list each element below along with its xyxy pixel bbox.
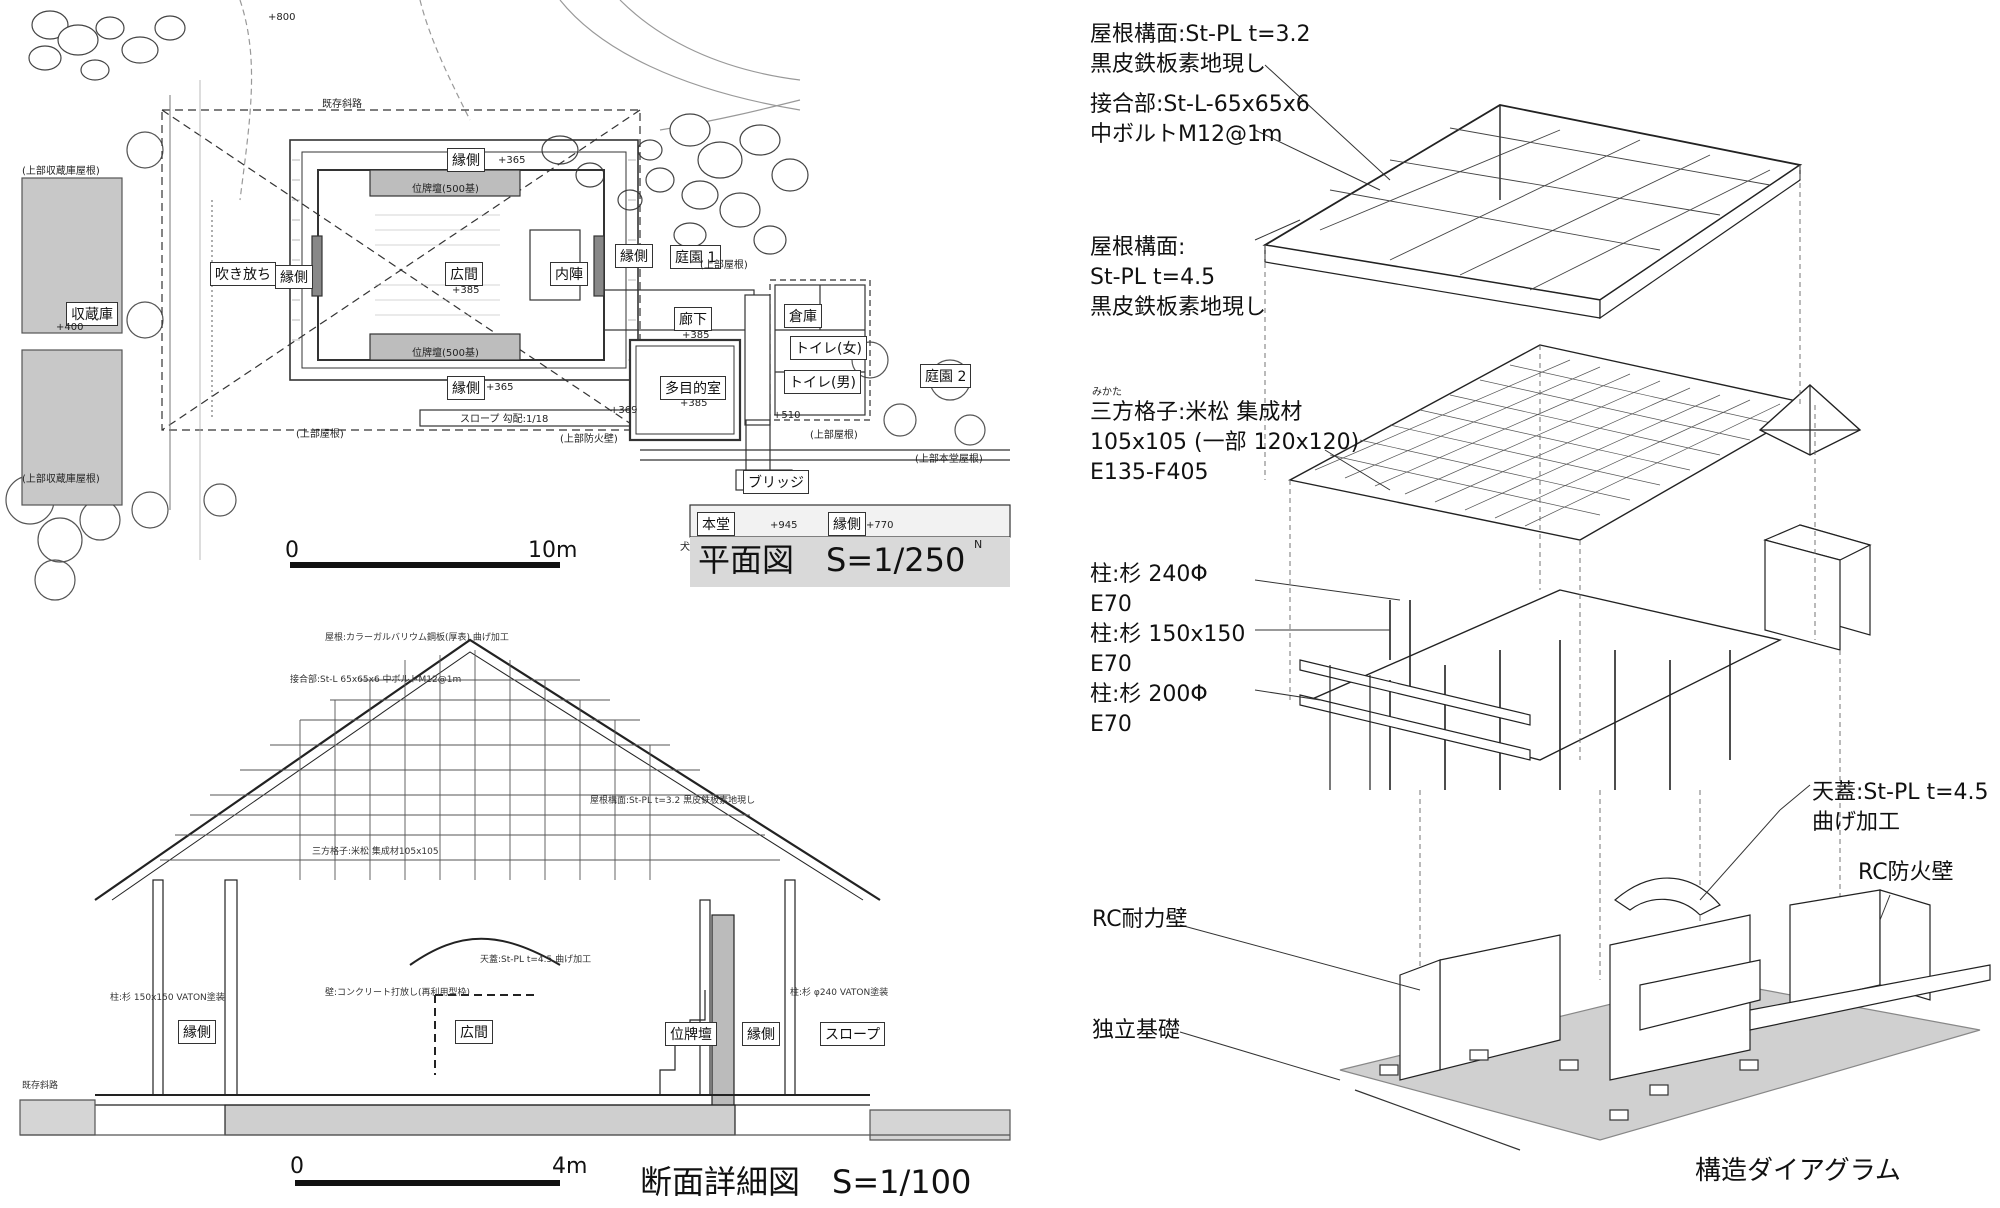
label-roof2-2: St-PL t=4.5: [1090, 265, 1216, 290]
section-note-5: 柱:杉 150x150 VATON塗装: [110, 993, 225, 1003]
section-note-8: 壁:コンクリート打放し(再利用型枠): [325, 988, 471, 998]
plan-room-engawa-left: 縁側: [275, 265, 313, 289]
plan-note-jobu-bouka: (上部防火壁): [560, 434, 618, 445]
label-roof2-3: 黒皮鉄板素地現し: [1090, 295, 1267, 320]
section-room-ihaidan: 位牌壇: [665, 1022, 717, 1046]
plan-room-hiroma: 広間: [445, 262, 483, 286]
plan-drawing: [5, 0, 1011, 601]
section-room-hiroma: 広間: [455, 1020, 493, 1044]
plan-room-tamokuteki: 多目的室: [660, 376, 726, 400]
section-title: 断面詳細図 S=1/100: [640, 1163, 972, 1201]
section-scale-end: 4m: [552, 1154, 588, 1179]
section-note-0: 屋根:カラーガルバリウム鋼板(厚表) 曲げ加工: [325, 633, 509, 643]
label-roof-top-2: 黒皮鉄板素地現し: [1090, 52, 1267, 77]
plan-note-lv945: +945: [770, 520, 798, 531]
plan-scale-start: 0: [285, 538, 299, 563]
plan-note-slope: スロープ 勾配:1/18: [460, 414, 549, 425]
plan-note-lv385c: +385: [680, 398, 708, 409]
plan-room-engawa-right: 縁側: [615, 244, 653, 268]
label-canopy-1: 天蓋:St-PL t=4.5: [1812, 780, 1989, 805]
plan-note-jobu-yane2: (上部屋根): [700, 260, 748, 271]
plan-scale-end: 10m: [528, 538, 578, 563]
plan-note-lv385b: +385: [682, 330, 710, 341]
label-footing: 独立基礎: [1092, 1018, 1181, 1043]
plan-note-jobu-hondo: (上部本堂屋根): [915, 454, 983, 465]
label-grid-3: E135-F405: [1090, 460, 1209, 485]
label-rc-wall: RC耐力壁: [1092, 907, 1188, 932]
plan-room-teien1: 庭園 1: [670, 245, 722, 269]
plan-room-engawa-bottom: 縁側: [447, 376, 485, 400]
section-note-6: 柱:杉 φ240 VATON塗装: [790, 988, 889, 998]
plan-note-lv365a: +365: [498, 155, 526, 166]
plan-room-roka: 廊下: [674, 307, 712, 331]
label-canopy-2: 曲げ加工: [1812, 810, 1901, 835]
plan-room-engawa-hondo: 縁側: [828, 512, 866, 536]
plan-note-lv369: +369: [610, 405, 638, 416]
diagram-title: 構造ダイアグラム: [1695, 1156, 1901, 1186]
plan-note-lv770: +770: [866, 520, 894, 531]
plan-note-lv400: +400: [56, 322, 84, 333]
plan-room-shuzoko: 収蔵庫: [66, 302, 118, 326]
plan-note-lv365b: +365: [486, 382, 514, 393]
plan-title: 平面図 S=1/250: [698, 541, 966, 579]
plan-note-ihai-top: 位牌壇(500基): [412, 184, 479, 195]
plan-note-jobu-shuzo1: (上部収蔵庫屋根): [22, 166, 100, 177]
structure-diagram: [1179, 64, 1991, 1151]
label-roof2-1: 屋根構面:: [1090, 235, 1186, 260]
plan-note-ihai-bottom: 位牌壇(500基): [412, 348, 479, 359]
section-scale-start: 0: [290, 1154, 304, 1179]
plan-room-bridge: ブリッジ: [743, 470, 809, 494]
section-room-engawa-right: 縁側: [742, 1022, 780, 1046]
label-grid-1: 三方格子:米松 集成材: [1090, 400, 1303, 425]
plan-room-fukinuke: 吹き放ち: [210, 262, 276, 286]
label-rc-fire: RC防火壁: [1858, 860, 1954, 885]
label-joint-1: 接合部:St-L-65x65x6: [1090, 92, 1310, 117]
section-note-7: 既存斜路: [22, 1081, 59, 1091]
section-note-1: 接合部:St-L 65x65x6 中ボルトM12@1m: [290, 675, 462, 685]
section-room-engawa-left: 縁側: [178, 1020, 216, 1044]
label-col3-2: E70: [1090, 712, 1132, 737]
label-col2-2: E70: [1090, 652, 1132, 677]
plan-room-teien2: 庭園 2: [920, 364, 972, 388]
plan-note-jobu-shuzo2: (上部収蔵庫屋根): [22, 474, 100, 485]
plan-room-hondo: 本堂: [697, 512, 735, 536]
label-grid-2: 105x105 (一部 120x120): [1090, 430, 1360, 455]
plan-room-naijin: 内陣: [550, 262, 588, 286]
north-arrow-icon: N: [974, 538, 983, 551]
plan-note-lv800: +800: [268, 12, 296, 23]
label-col1-1: 柱:杉 240Φ: [1090, 562, 1208, 587]
plan-room-engawa-top: 縁側: [447, 148, 485, 172]
plan-note-lv385: +385: [452, 285, 480, 296]
section-room-slope: スロープ: [820, 1022, 886, 1046]
label-col1-2: E70: [1090, 592, 1132, 617]
plan-room-toilet-m: トイレ(男): [784, 370, 861, 394]
label-roof-top-1: 屋根構面:St-PL t=3.2: [1090, 22, 1311, 47]
label-grid-ruby: みかた: [1092, 387, 1122, 398]
label-col3-1: 柱:杉 200Φ: [1090, 682, 1208, 707]
section-note-3: 三方格子:米松 集成材105x105: [312, 847, 439, 857]
section-note-4: 天蓋:St-PL t=4.5 曲げ加工: [480, 955, 592, 965]
label-joint-2: 中ボルトM12@1m: [1090, 122, 1283, 147]
plan-room-soko: 倉庫: [784, 304, 822, 328]
section-note-2: 屋根構面:St-PL t=3.2 黒皮鉄板素地現し: [590, 796, 756, 806]
plan-note-lv510: +510: [773, 410, 801, 421]
plan-title-box: [690, 537, 1010, 587]
plan-room-toilet-f: トイレ(女): [790, 336, 867, 360]
label-col2-1: 柱:杉 150x150: [1090, 622, 1246, 647]
section-drawing: [19, 638, 1011, 1186]
plan-note-jobu-yane1: (上部屋根): [296, 429, 344, 440]
plan-note-kizon: 既存斜路: [322, 99, 362, 110]
plan-note-jobu-yane3: (上部屋根): [810, 430, 858, 441]
